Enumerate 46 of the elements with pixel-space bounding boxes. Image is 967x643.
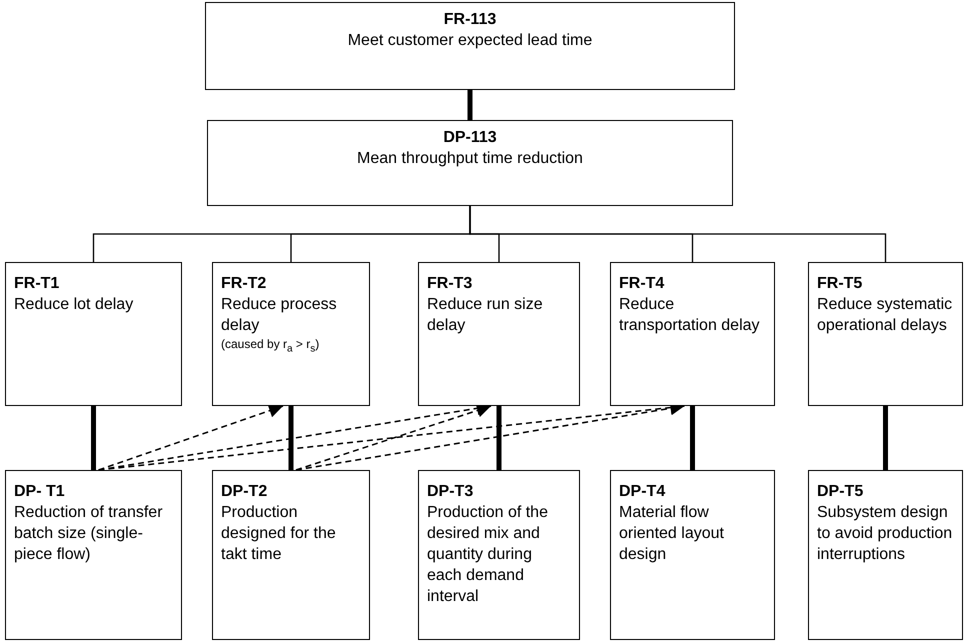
connector-line — [288, 406, 294, 470]
connector-line — [469, 206, 886, 262]
box-text: Subsystem design to avoid production interruptions — [817, 503, 954, 565]
box-text: Reduce lot delay — [14, 295, 134, 315]
box-heading: FR-T2 — [221, 274, 266, 294]
requirement-box — [610, 262, 775, 406]
box-heading: DP-T2 — [221, 482, 268, 502]
box-heading: DP-113 — [443, 128, 497, 148]
requirement-box — [610, 470, 775, 640]
box-text: Production designed for the takt time — [221, 503, 337, 565]
box-text: Reduce transportation delay — [619, 295, 761, 336]
box-text: Meet customer expected lead time — [348, 31, 592, 51]
dashed-arrow — [296, 404, 492, 471]
connector-line — [690, 406, 695, 470]
box-text: Material flow oriented layout design — [619, 503, 725, 565]
box-heading: FR-T4 — [619, 274, 664, 294]
connector-line — [883, 406, 888, 470]
box-heading: FR-T1 — [14, 274, 60, 294]
connector-line — [468, 90, 472, 120]
connector-line — [91, 406, 96, 470]
box-text: Reduce run size delay — [427, 295, 544, 336]
box-text: Production of the desired mix and quantity during each demand interval — [427, 503, 549, 607]
box-heading: FR-T5 — [817, 274, 862, 294]
dashed-arrow — [98, 404, 284, 471]
box-text: Reduction of transfer batch size (single-piece flow) — [14, 503, 164, 565]
requirement-box — [205, 2, 735, 90]
box-heading: FR-T3 — [427, 274, 472, 294]
box-text: Reduce process delay — [221, 295, 338, 336]
box-heading: DP-T3 — [427, 482, 474, 502]
requirement-box — [212, 470, 370, 640]
box-heading: DP-T5 — [817, 482, 864, 502]
box-heading: DP- T1 — [14, 482, 65, 502]
requirement-box — [418, 262, 580, 406]
box-heading: FR-113 — [444, 10, 496, 30]
requirement-box — [207, 120, 733, 206]
box-heading: DP-T4 — [619, 482, 666, 502]
box-note: (caused by r$_{a}$ > r$_{s}$) — [221, 336, 320, 356]
requirement-box — [808, 262, 963, 406]
requirement-box — [418, 470, 580, 640]
requirement-box — [5, 262, 182, 406]
box-text: Mean throughput time reduction — [357, 149, 583, 169]
requirement-box — [808, 470, 963, 640]
connector-line — [496, 406, 502, 470]
box-text: Reduce systematic operational delays — [817, 295, 954, 336]
requirement-box — [5, 470, 182, 640]
requirement-box — [212, 262, 370, 406]
